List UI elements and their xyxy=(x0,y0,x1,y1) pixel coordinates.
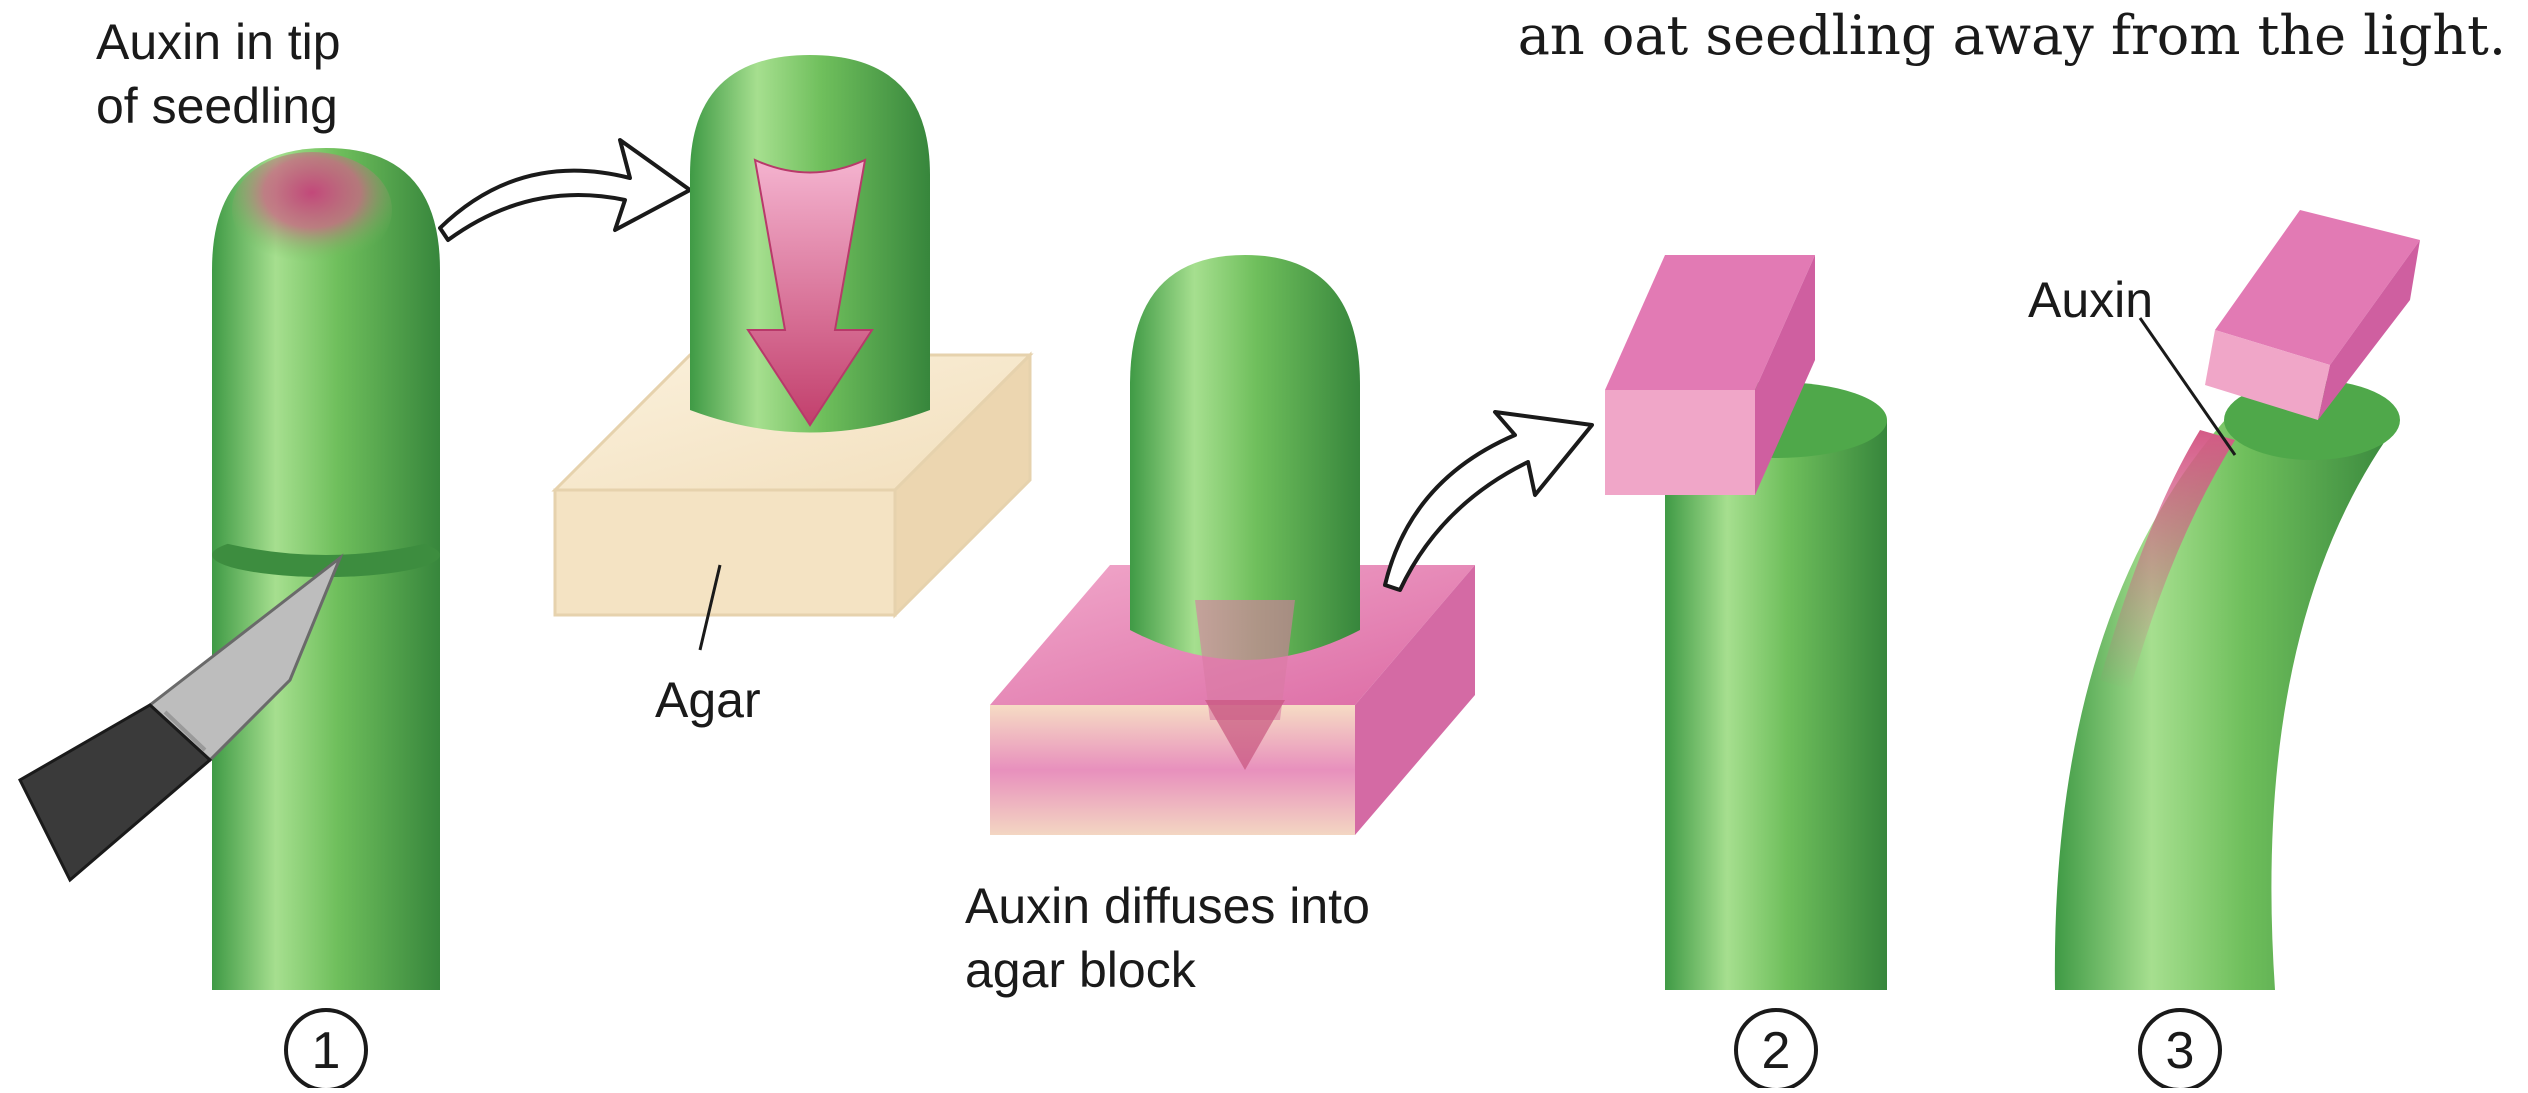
agar-label: Agar xyxy=(655,668,761,732)
curved-arrow-icon xyxy=(440,140,690,240)
auxin-diffuses-label: Auxin diffuses into agar block xyxy=(965,874,1370,1002)
seedling-3 xyxy=(2055,380,2400,990)
step-1-marker: 1 xyxy=(286,1010,366,1088)
svg-text:3: 3 xyxy=(2166,1022,2195,1080)
auxin-label: Auxin xyxy=(2028,268,2153,332)
auxin-tip-spot xyxy=(232,152,392,268)
agar-cube-tilted xyxy=(2205,210,2420,420)
curved-arrow-icon xyxy=(1385,412,1592,590)
seedling-tip-on-agar xyxy=(690,55,930,433)
step-2-marker: 2 xyxy=(1736,1010,1816,1088)
figure-caption: an oat seedling away from the light. xyxy=(1518,4,2506,67)
step-3-marker: 3 xyxy=(2140,1010,2220,1088)
svg-text:2: 2 xyxy=(1762,1022,1791,1080)
auxin-tip-label: Auxin in tip of seedling xyxy=(96,10,341,138)
svg-text:1: 1 xyxy=(312,1022,341,1080)
